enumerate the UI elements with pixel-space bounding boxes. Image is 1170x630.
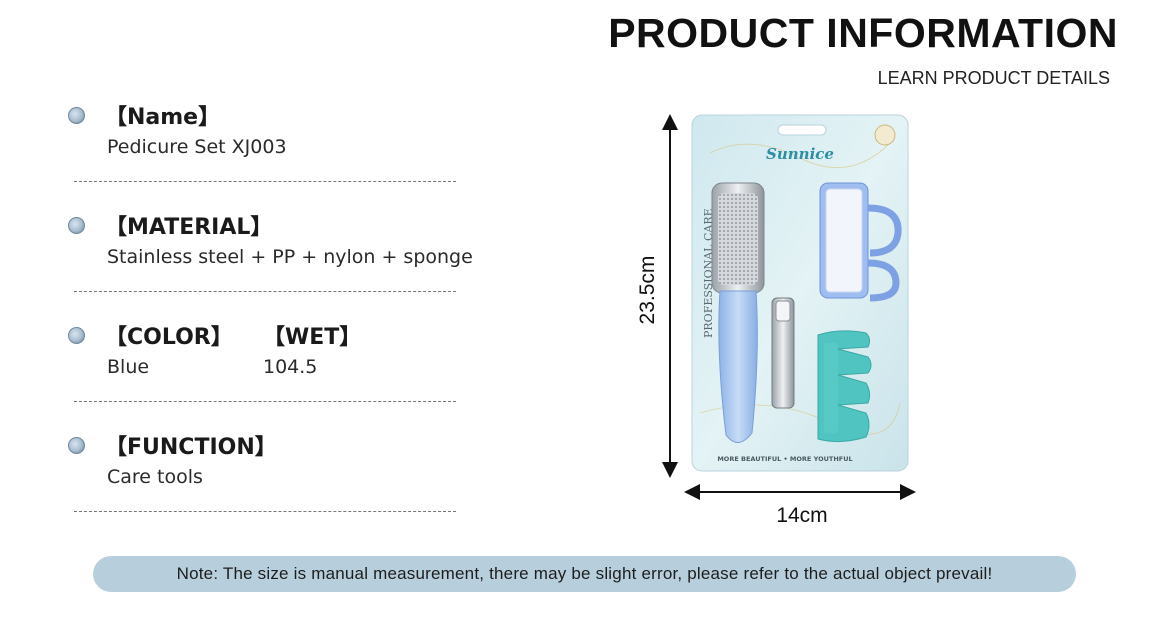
spec-name: 【Name】 Pedicure Set XJ003: [68, 100, 458, 164]
arrow-up-icon: [662, 114, 678, 130]
spec-material-label: 【MATERIAL】: [105, 215, 273, 240]
height-dimension-label: 23.5cm: [636, 255, 659, 325]
width-dimension-label: 14cm: [776, 504, 828, 527]
foot-file-handle: [718, 290, 758, 443]
spec-function: 【FUNCTION】 Care tools: [68, 430, 458, 494]
bullet-icon: [68, 436, 85, 454]
divider: [74, 511, 456, 512]
width-dimension-line: [688, 491, 912, 493]
spec-wet-label: 【WET】: [263, 325, 362, 350]
divider: [74, 291, 456, 292]
spec-name-label: 【Name】: [105, 105, 221, 130]
height-dimension-line: [669, 118, 671, 474]
bullet-icon: [68, 216, 85, 234]
spec-name-value: Pedicure Set XJ003: [107, 136, 287, 158]
arrow-left-icon: [684, 484, 700, 500]
product-image: Sunnice PROFESSIONAL CARE MORE BEAUTIFUL…: [691, 114, 909, 472]
logo-badge-icon: [874, 124, 896, 146]
bullet-icon: [68, 106, 85, 124]
spec-material: 【MATERIAL】 Stainless steel + PP + nylon …: [68, 210, 473, 274]
spec-color-label: 【COLOR】: [105, 325, 233, 350]
spec-function-value: Care tools: [107, 466, 203, 488]
nail-clipper: [771, 297, 795, 409]
bullet-icon: [68, 326, 85, 344]
note-banner: Note: The size is manual measurement, th…: [93, 556, 1076, 592]
brand-label: Sunnice: [766, 145, 834, 163]
divider: [74, 401, 456, 402]
page-title: PRODUCT INFORMATION: [608, 10, 1118, 56]
spec-wet-value: 104.5: [263, 356, 318, 378]
arrow-right-icon: [900, 484, 916, 500]
footer-label: MORE BEAUTIFUL • MORE YOUTHFUL: [717, 455, 852, 463]
spec-material-value: Stainless steel + PP + nylon + sponge: [107, 246, 473, 268]
hang-hole: [777, 124, 827, 136]
arrow-down-icon: [662, 462, 678, 478]
spec-color-value: Blue: [107, 356, 150, 378]
spec-color-wet: 【COLOR】 Blue 【WET】 104.5: [68, 320, 458, 384]
page-subtitle: LEARN PRODUCT DETAILS: [877, 68, 1110, 88]
spec-function-label: 【FUNCTION】: [105, 435, 277, 460]
divider: [74, 181, 456, 182]
